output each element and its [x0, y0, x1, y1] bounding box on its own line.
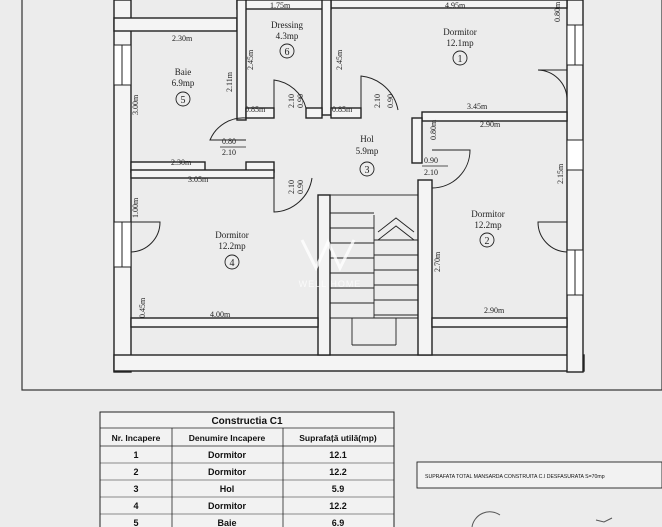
table-cell: 5.9 [332, 484, 345, 494]
room-name-hol: Hol [360, 134, 374, 144]
watermark-text: WELL HOME [299, 279, 362, 289]
dimension-label: 4.00m [210, 310, 231, 319]
room-area-dormitor-2: 12.2mp [474, 220, 502, 230]
room-name-dormitor-1: Dormitor [443, 27, 477, 37]
dimension-label: 0.85m [245, 105, 266, 114]
table-header: Suprafață utilă(mp) [299, 433, 377, 443]
table-title: Constructia C1 [211, 416, 283, 427]
room-name-dormitor-4: Dormitor [215, 230, 249, 240]
door-height-label: 2.10 [287, 180, 296, 194]
door-width-label: 0.80 [222, 137, 236, 146]
dimension-label: 3.00m [131, 94, 140, 115]
table-header: Nr. Incapere [112, 433, 161, 443]
dimension-label: 2.90m [484, 306, 505, 315]
summary-note-box: SUPRAFATA TOTAL MANSARDA CONSTRUITA C.I … [416, 461, 662, 489]
room-area-baie: 6.9mp [172, 78, 195, 88]
room-labels: Dressing 4.3mp 6 Dormitor 12.1mp 1 Baie … [172, 20, 505, 270]
table-cell: Dormitor [208, 501, 246, 511]
table-row: 2 Dormitor 12.2 [133, 467, 346, 477]
room-number-hol: 3 [365, 165, 370, 176]
table-cell: 12.1 [329, 450, 347, 460]
room-area-dormitor-1: 12.1mp [446, 38, 474, 48]
room-name-dormitor-2: Dormitor [471, 209, 505, 219]
room-number-marker [175, 91, 191, 107]
table-row: 3 Hol 5.9 [133, 484, 344, 494]
dimension-label: 2.45m [246, 49, 255, 70]
dimension-label: 3.05m [188, 175, 209, 184]
room-number-dormitor-4: 4 [230, 258, 235, 269]
door-swings [130, 69, 568, 253]
sheet-border [21, 0, 662, 391]
door-height-label: 2.10 [424, 168, 438, 177]
room-area-hol: 5.9mp [356, 146, 379, 156]
room-area-dressing: 4.3mp [276, 31, 299, 41]
room-number-marker [452, 50, 468, 66]
table-row: 5 Baie 6.9 [133, 518, 344, 527]
table-cell: Dormitor [208, 450, 246, 460]
walls [113, 0, 585, 373]
dimension-label: 0.85m [332, 105, 353, 114]
door-height-label: 2.10 [222, 148, 236, 157]
dimension-label: 2.30m [171, 158, 192, 167]
table-cell: Dormitor [208, 467, 246, 477]
room-number-marker [359, 161, 375, 177]
door-width-label: 0.90 [386, 94, 395, 108]
summary-note-text: SUPRAFATA TOTAL MANSARDA CONSTRUITA C.I … [425, 474, 605, 480]
room-number-baie: 5 [181, 95, 186, 106]
door-width-label: 0.90 [296, 94, 305, 108]
dimension-labels: 1.75m 4.95m 0.80m 2.30m 2.45m 2.11m 2.45… [131, 1, 565, 319]
table-cell: 2 [133, 467, 138, 477]
dimension-label: 0.45m [138, 297, 147, 318]
table-cell: 5 [133, 518, 138, 527]
dimension-label: 0.80m [429, 119, 438, 140]
dimension-label: 2.30m [172, 34, 193, 43]
dimension-label: 4.95m [445, 1, 466, 10]
table-cell: Hol [220, 484, 235, 494]
room-number-marker [279, 43, 295, 59]
dimension-label: 2.45m [335, 49, 344, 70]
table-cell: 12.2 [329, 501, 347, 511]
dimension-label: 3.45m [467, 102, 488, 111]
table-cell: 4 [133, 501, 138, 511]
door-width-label: 0.90 [296, 180, 305, 194]
table-row: 4 Dormitor 12.2 [133, 501, 346, 511]
door-size-labels: 0.90 2.10 0.90 2.10 0.80 2.10 0.90 2.10 … [220, 94, 448, 194]
room-number-marker [479, 232, 495, 248]
windows [113, 24, 584, 296]
door-height-label: 2.10 [287, 94, 296, 108]
dimension-label: 0.80m [553, 1, 562, 22]
table-cell: 3 [133, 484, 138, 494]
staircase [329, 194, 419, 356]
room-number-dormitor-2: 2 [485, 236, 490, 247]
rooms-table: Constructia C1 Nr. Incapere Denumire Inc… [99, 411, 395, 527]
dimension-label: 2.70m [433, 251, 442, 272]
table-cell: Baie [217, 518, 236, 527]
door-height-label: 2.10 [373, 94, 382, 108]
room-number-dormitor-1: 1 [458, 54, 463, 65]
room-number-dressing: 6 [285, 47, 290, 58]
room-name-baie: Baie [175, 67, 192, 77]
watermark: WELL HOME [299, 238, 362, 289]
room-number-marker [224, 254, 240, 270]
door-width-label: 0.90 [424, 156, 438, 165]
dimension-label: 2.90m [480, 120, 501, 129]
table-row: 1 Dormitor 12.1 [133, 450, 346, 460]
table-cell: 1 [133, 450, 138, 460]
dimension-label: 2.11m [225, 71, 234, 92]
room-area-dormitor-4: 12.2mp [218, 241, 246, 251]
table-cell: 6.9 [332, 518, 345, 527]
room-name-dressing: Dressing [271, 20, 303, 30]
stamp-marks [471, 511, 613, 527]
dimension-label: 1.00m [131, 197, 140, 218]
table-cell: 12.2 [329, 467, 347, 477]
dimension-label: 2.15m [556, 163, 565, 184]
table-header: Denumire Incapere [189, 433, 266, 443]
dimension-label: 1.75m [270, 1, 291, 10]
